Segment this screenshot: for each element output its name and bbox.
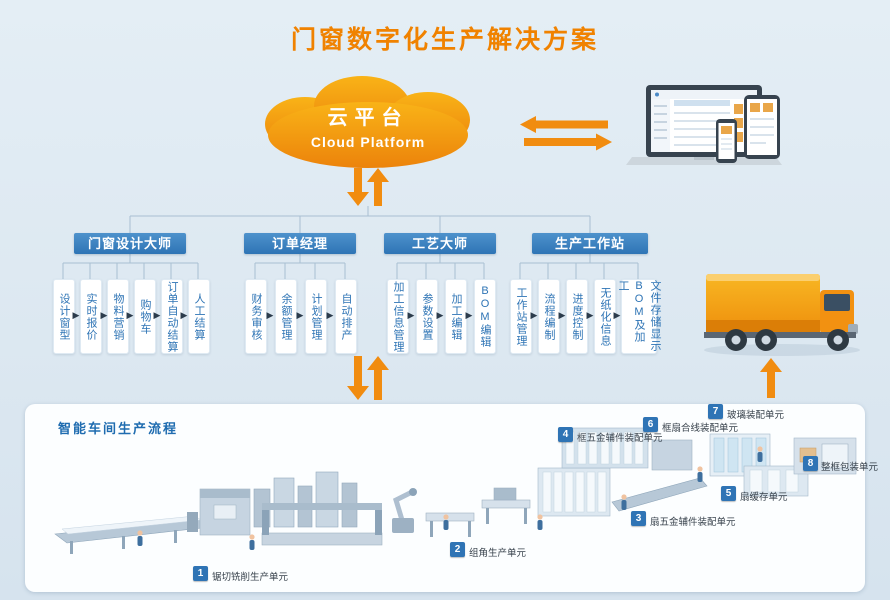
- laptop-base: [626, 157, 782, 165]
- factory-illustration: [54, 427, 857, 554]
- step-arrow-icon: ▶: [126, 310, 134, 320]
- branch-item: 工作站管理: [510, 279, 532, 354]
- delivery-truck: [704, 274, 860, 356]
- branch-header-workstation: 生产工作站: [532, 233, 648, 254]
- branch-header-craft-master: 工艺大师: [384, 233, 496, 254]
- step-arrow-icon: ▶: [530, 310, 538, 320]
- arrow-up-icon: [367, 356, 389, 400]
- branch-header-design-master: 门窗设计大师: [74, 233, 186, 254]
- branch-item: 加工编辑: [445, 279, 467, 354]
- workshop-title: 智能车间生产流程: [58, 421, 179, 436]
- flow-arrows: [347, 116, 782, 400]
- unit-label: 整框包装单元: [821, 462, 879, 473]
- cloud-shape: [265, 76, 470, 168]
- step-arrow-icon: ▶: [153, 310, 161, 320]
- step-arrow-icon: ▶: [266, 310, 274, 320]
- arrow-left-icon: [520, 116, 608, 133]
- unit-center-racks: [537, 427, 708, 517]
- unit-label: 扇缓存单元: [740, 492, 788, 503]
- unit-number-badge: 3: [631, 511, 646, 526]
- step-arrow-icon: ▶: [465, 310, 473, 320]
- step-arrow-icon: ▶: [326, 310, 334, 320]
- cloud-platform-label: 云平台 Cloud Platform: [268, 101, 468, 150]
- step-arrow-icon: ▶: [558, 310, 566, 320]
- unit-number-badge: 7: [708, 404, 723, 419]
- unit-machining-robot: [261, 488, 417, 546]
- branch-item: BOM编辑: [474, 279, 496, 354]
- unit-number-badge: 1: [193, 566, 208, 581]
- branch-item: 财务审核: [245, 279, 267, 354]
- cloud-subtitle: Cloud Platform: [310, 134, 426, 150]
- arrow-up-icon: [760, 358, 782, 398]
- branch-item: 人工结算: [188, 279, 210, 354]
- branch-item: 实时报价: [80, 279, 102, 354]
- step-arrow-icon: ▶: [296, 310, 304, 320]
- step-arrow-icon: ▶: [72, 310, 80, 320]
- branch-item: 自动排产: [335, 279, 357, 354]
- branch-item: 参数设置: [416, 279, 438, 354]
- unit-label: 锯切铣削生产单元: [212, 572, 289, 583]
- tree-connectors: [62, 206, 639, 279]
- branch-item: 购物车: [134, 279, 156, 354]
- robot-arm: [393, 489, 415, 523]
- branch-item: 文件存储显示BOM及加工: [617, 279, 661, 354]
- branch-item: 加工信息管理: [387, 279, 409, 354]
- unit-label: 框扇合线装配单元: [662, 423, 739, 434]
- unit-number-badge: 2: [450, 542, 465, 557]
- unit-number-badge: 6: [643, 417, 658, 432]
- unit-cutting-line: [54, 488, 251, 554]
- branch-item: 计划管理: [305, 279, 327, 354]
- branch-item: 设计窗型: [53, 279, 75, 354]
- branch-item: 无纸化信息: [594, 279, 616, 354]
- unit-corner-tables: [425, 487, 531, 537]
- unit-number-badge: 4: [558, 427, 573, 442]
- branch-header-order-manager: 订单经理: [244, 233, 356, 254]
- branch-item: 物料营销: [107, 279, 129, 354]
- step-arrow-icon: ▶: [613, 310, 621, 320]
- step-arrow-icon: ▶: [407, 310, 415, 320]
- unit-number-badge: 5: [721, 486, 736, 501]
- arrow-up-icon: [367, 168, 389, 206]
- unit-label: 组角生产单元: [469, 548, 527, 559]
- step-arrow-icon: ▶: [100, 310, 108, 320]
- branch-item: 进度控制: [566, 279, 588, 354]
- cloud-title: 云平台: [327, 107, 409, 129]
- arrow-right-icon: [524, 133, 612, 151]
- workers: [137, 446, 763, 550]
- unit-cabinets: [253, 471, 358, 528]
- branch-item: 流程编制: [538, 279, 560, 354]
- unit-label: 玻璃装配单元: [727, 410, 785, 421]
- arrow-down-icon: [347, 356, 369, 400]
- branch-item: 订单自动结算: [161, 279, 183, 354]
- devices-mockup: [626, 85, 782, 165]
- branch-item: 余额管理: [275, 279, 297, 354]
- step-arrow-icon: ▶: [436, 310, 444, 320]
- page-title: 门窗数字化生产解决方案: [290, 26, 599, 54]
- step-arrow-icon: ▶: [180, 310, 188, 320]
- unit-number-badge: 8: [803, 456, 818, 471]
- step-arrow-icon: ▶: [586, 310, 594, 320]
- unit-label: 扇五金辅件装配单元: [650, 517, 736, 528]
- unit-label: 框五金辅件装配单元: [577, 433, 663, 444]
- arrow-down-icon: [347, 168, 369, 206]
